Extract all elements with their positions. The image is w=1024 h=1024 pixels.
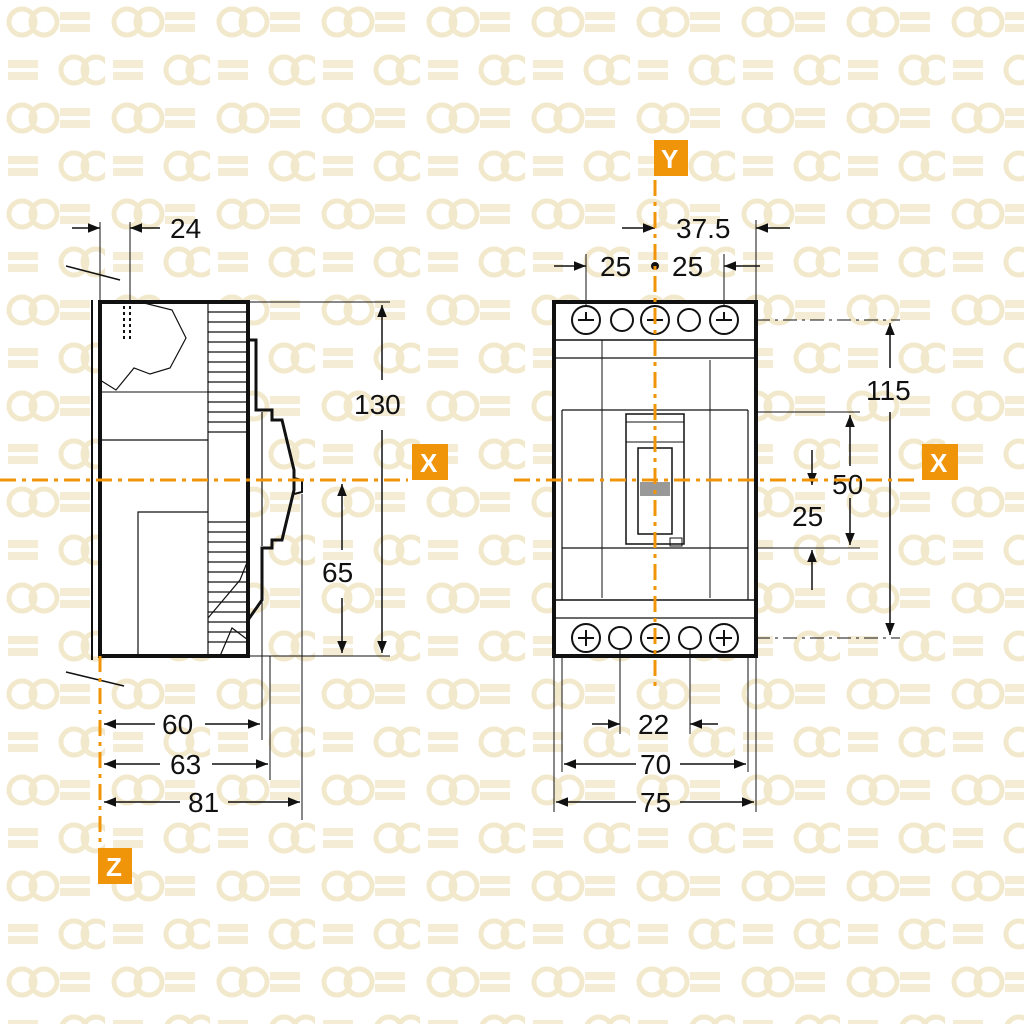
dim-70: 70: [640, 749, 671, 780]
dim-25-left: 25: [600, 251, 631, 282]
axis-x-left-label: X: [420, 448, 438, 478]
dim-22: 22: [638, 709, 669, 740]
dim-81: 81: [188, 787, 219, 818]
dim-63: 63: [170, 749, 201, 780]
dim-130: 130: [354, 389, 401, 420]
axis-x-right-tag: X: [922, 444, 958, 480]
dim-25: 25: [792, 501, 823, 532]
axis-x-left-tag: X: [412, 444, 448, 480]
axis-y-label: Y: [661, 144, 678, 174]
side-view-dimensions: [72, 223, 387, 807]
dim-50: 50: [832, 469, 863, 500]
axis-x-right-label: X: [930, 448, 948, 478]
dim-65: 65: [322, 557, 353, 588]
axis-z-label: Z: [106, 852, 122, 882]
dim-25-right: 25: [672, 251, 703, 282]
dim-60: 60: [162, 709, 193, 740]
dim-115: 115: [866, 375, 911, 406]
axis-y-tag: Y: [654, 140, 688, 176]
dim-75: 75: [640, 787, 671, 818]
axis-lines: [0, 180, 918, 848]
dim-24: 24: [170, 213, 201, 244]
dim-37-5: 37.5: [676, 213, 731, 244]
axis-z-tag: Z: [98, 848, 132, 884]
